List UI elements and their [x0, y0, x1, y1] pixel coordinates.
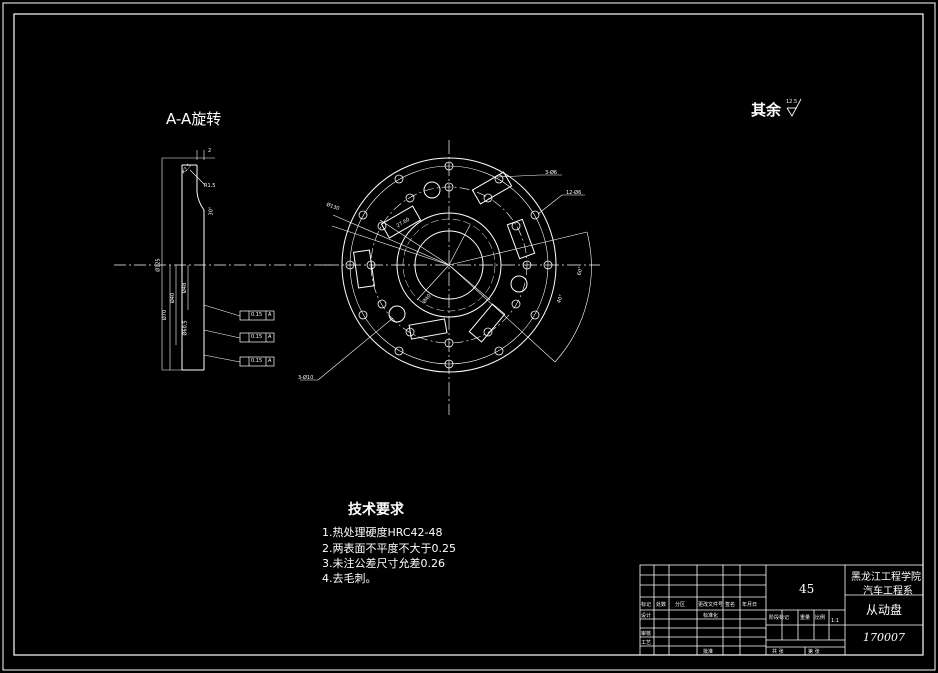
- row-label: 标准化: [703, 613, 719, 619]
- scale: 1:1: [831, 618, 840, 624]
- row-label: 重量: [800, 615, 811, 621]
- tech-req-item: 4.去毛刺。: [322, 572, 377, 585]
- row-label: 签名: [725, 602, 736, 608]
- tech-req-item: 2.两表面不平度不大于0.25: [322, 542, 456, 555]
- row-label: 共 张: [772, 649, 784, 655]
- dim-label: Ø40: [170, 292, 177, 304]
- tolerance-datum: A: [268, 312, 272, 318]
- row-label: 设计: [641, 613, 652, 619]
- material: 45: [799, 582, 815, 596]
- row-label: 工艺: [641, 640, 652, 646]
- part-name: 从动盘: [866, 603, 903, 617]
- plate-view: [300, 140, 600, 415]
- dim-label: 2: [208, 148, 212, 154]
- dim-label: Ø60.5: [182, 320, 189, 336]
- section-view: [114, 150, 330, 371]
- row-label: 分区: [675, 602, 686, 608]
- row-label: 比例: [815, 615, 826, 621]
- row-label: 年月日: [742, 602, 758, 608]
- row-label: 更改文件号: [698, 602, 724, 608]
- row-label: 审核: [641, 631, 652, 637]
- roughness-value: 12.5: [786, 99, 798, 105]
- dim-label: R1.5: [204, 183, 216, 189]
- roughness-note: 其余: [751, 101, 782, 119]
- inner-border: [13, 13, 924, 656]
- roughness-symbol: [786, 98, 802, 117]
- dim-label: Ø48: [182, 282, 189, 294]
- tolerance-datum: A: [268, 358, 272, 364]
- tech-req-item: 1.热处理硬度HRC42-48: [322, 526, 443, 539]
- tech-req-title: 技术要求: [348, 502, 404, 518]
- row-label: 阶段标记: [769, 615, 790, 621]
- tolerance-value: 0.15: [251, 334, 263, 340]
- dim-label: Ø125: [155, 258, 162, 272]
- hole-callout: 3-Ø6: [545, 170, 558, 176]
- school-name: 黑龙江工程学院: [851, 572, 921, 583]
- row-label: 批准: [703, 649, 714, 655]
- hole-callout: 3-Ø10: [298, 375, 314, 381]
- title-block-grid: [639, 564, 924, 656]
- tolerance-value: 0.15: [251, 312, 263, 318]
- section-title: A-A旋转: [166, 110, 222, 128]
- tolerance-datum: A: [268, 334, 272, 340]
- dim-label: Ø70: [162, 309, 169, 321]
- drawing-number: 170007: [863, 631, 905, 644]
- tech-req-item: 3.未注公差尺寸允差0.26: [322, 557, 445, 570]
- row-label: 第 张: [808, 649, 820, 655]
- dim-label: 30°: [208, 206, 215, 216]
- row-label: 标记: [641, 602, 652, 608]
- hole-callout: 12-Ø6: [566, 190, 582, 196]
- row-label: 处数: [656, 602, 667, 608]
- department-name: 汽车工程系: [863, 586, 913, 597]
- tolerance-value: 0.15: [251, 358, 263, 364]
